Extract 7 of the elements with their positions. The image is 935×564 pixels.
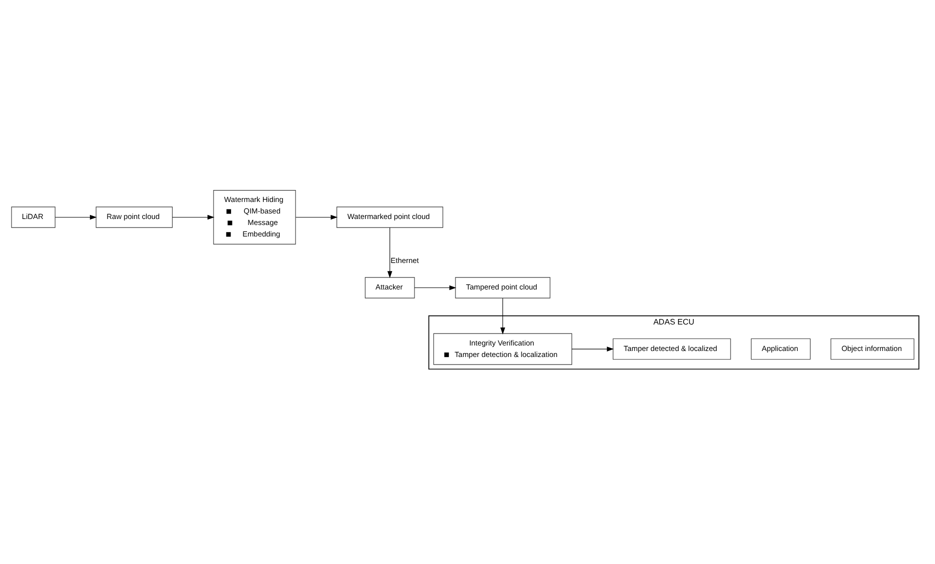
arrow <box>414 285 456 290</box>
arrow <box>387 227 392 278</box>
arrow <box>172 214 214 220</box>
arrow <box>500 298 506 334</box>
arrow <box>572 346 614 352</box>
arrow <box>296 214 338 220</box>
arrow <box>54 214 97 220</box>
